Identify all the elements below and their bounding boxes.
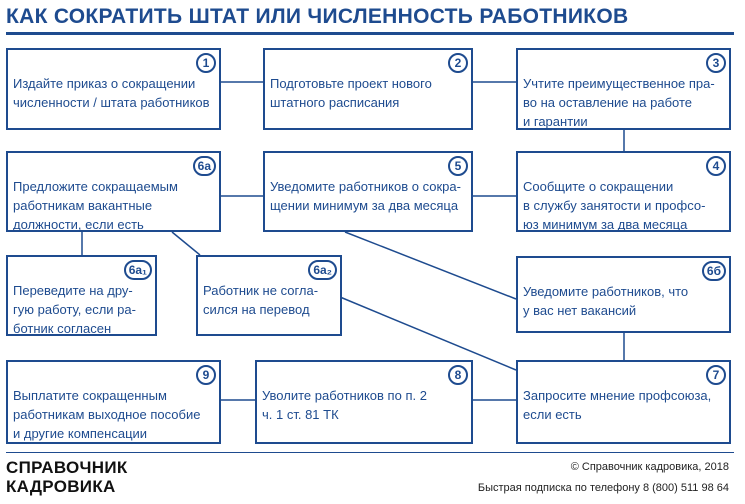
step-6a1-badge: 6а₁ [123, 260, 152, 280]
step-3-text: Учтите преимущественное пра- во на остав… [523, 76, 715, 129]
step-6a2-box: 6а₂ Работник не согла- сился на перевод [196, 255, 342, 336]
step-1-text: Издайте приказ о сокращении численности … [13, 76, 210, 110]
step-4-badge: 4 [706, 156, 726, 176]
step-3-badge: 3 [706, 53, 726, 73]
step-9-badge: 9 [196, 365, 216, 385]
brand-logo: СПРАВОЧНИК КАДРОВИКА [6, 458, 128, 496]
step-6a2-text: Работник не согла- сился на перевод [203, 283, 319, 317]
page-title: КАК СОКРАТИТЬ ШТАТ ИЛИ ЧИСЛЕННОСТЬ РАБОТ… [6, 5, 629, 28]
step-1-box: 1 Издайте приказ о сокращении численност… [6, 48, 221, 130]
step-4-text: Сообщите о сокращении в службу занятости… [523, 179, 706, 232]
step-5-text: Уведомите работников о сокра- щении мини… [270, 179, 461, 213]
step-7-text: Запросите мнение профсоюза, если есть [523, 388, 712, 422]
connector-6a2-7 [339, 296, 517, 371]
step-3-box: 3 Учтите преимущественное пра- во на ост… [516, 48, 731, 130]
step-8-box: 8 Уволите работников по п. 2 ч. 1 ст. 81… [255, 360, 473, 444]
step-6a-text: Предложите сокращаемым работникам вакант… [13, 179, 178, 232]
step-5-box: 5 Уведомите работников о сокра- щении ми… [263, 151, 473, 232]
step-2-text: Подготовьте проект нового штатного распи… [270, 76, 432, 110]
subscription-phone: Быстрая подписка по телефону 8 (800) 511… [477, 482, 729, 494]
connector-5-6b [344, 231, 517, 300]
step-1-badge: 1 [196, 53, 216, 73]
step-4-box: 4 Сообщите о сокращении в службу занятос… [516, 151, 731, 232]
step-7-box: 7 Запросите мнение профсоюза, если есть [516, 360, 731, 444]
step-6a1-text: Переведите на дру- гую работу, если ра- … [13, 283, 136, 336]
step-8-badge: 8 [448, 365, 468, 385]
step-2-box: 2 Подготовьте проект нового штатного рас… [263, 48, 473, 130]
step-6b-box: 6б Уведомите работников, что у вас нет в… [516, 256, 731, 333]
step-6a2-badge: 6а₂ [308, 260, 337, 280]
copyright-text: © Справочник кадровика, 2018 [570, 461, 729, 473]
step-6b-badge: 6б [701, 261, 726, 281]
step-6b-text: Уведомите работников, что у вас нет вака… [523, 284, 689, 318]
step-2-badge: 2 [448, 53, 468, 73]
step-6a1-box: 6а₁ Переведите на дру- гую работу, если … [6, 255, 157, 336]
title-underline [6, 32, 734, 35]
connector-6a-6a2 [171, 231, 201, 256]
step-6a-badge: 6а [192, 156, 216, 176]
step-8-text: Уволите работников по п. 2 ч. 1 ст. 81 Т… [262, 388, 427, 422]
footer-divider [6, 452, 734, 453]
step-9-text: Выплатите сокращенным работникам выходно… [13, 388, 201, 441]
step-5-badge: 5 [448, 156, 468, 176]
step-7-badge: 7 [706, 365, 726, 385]
step-9-box: 9 Выплатите сокращенным работникам выход… [6, 360, 221, 444]
step-6a-box: 6а Предложите сокращаемым работникам вак… [6, 151, 221, 232]
